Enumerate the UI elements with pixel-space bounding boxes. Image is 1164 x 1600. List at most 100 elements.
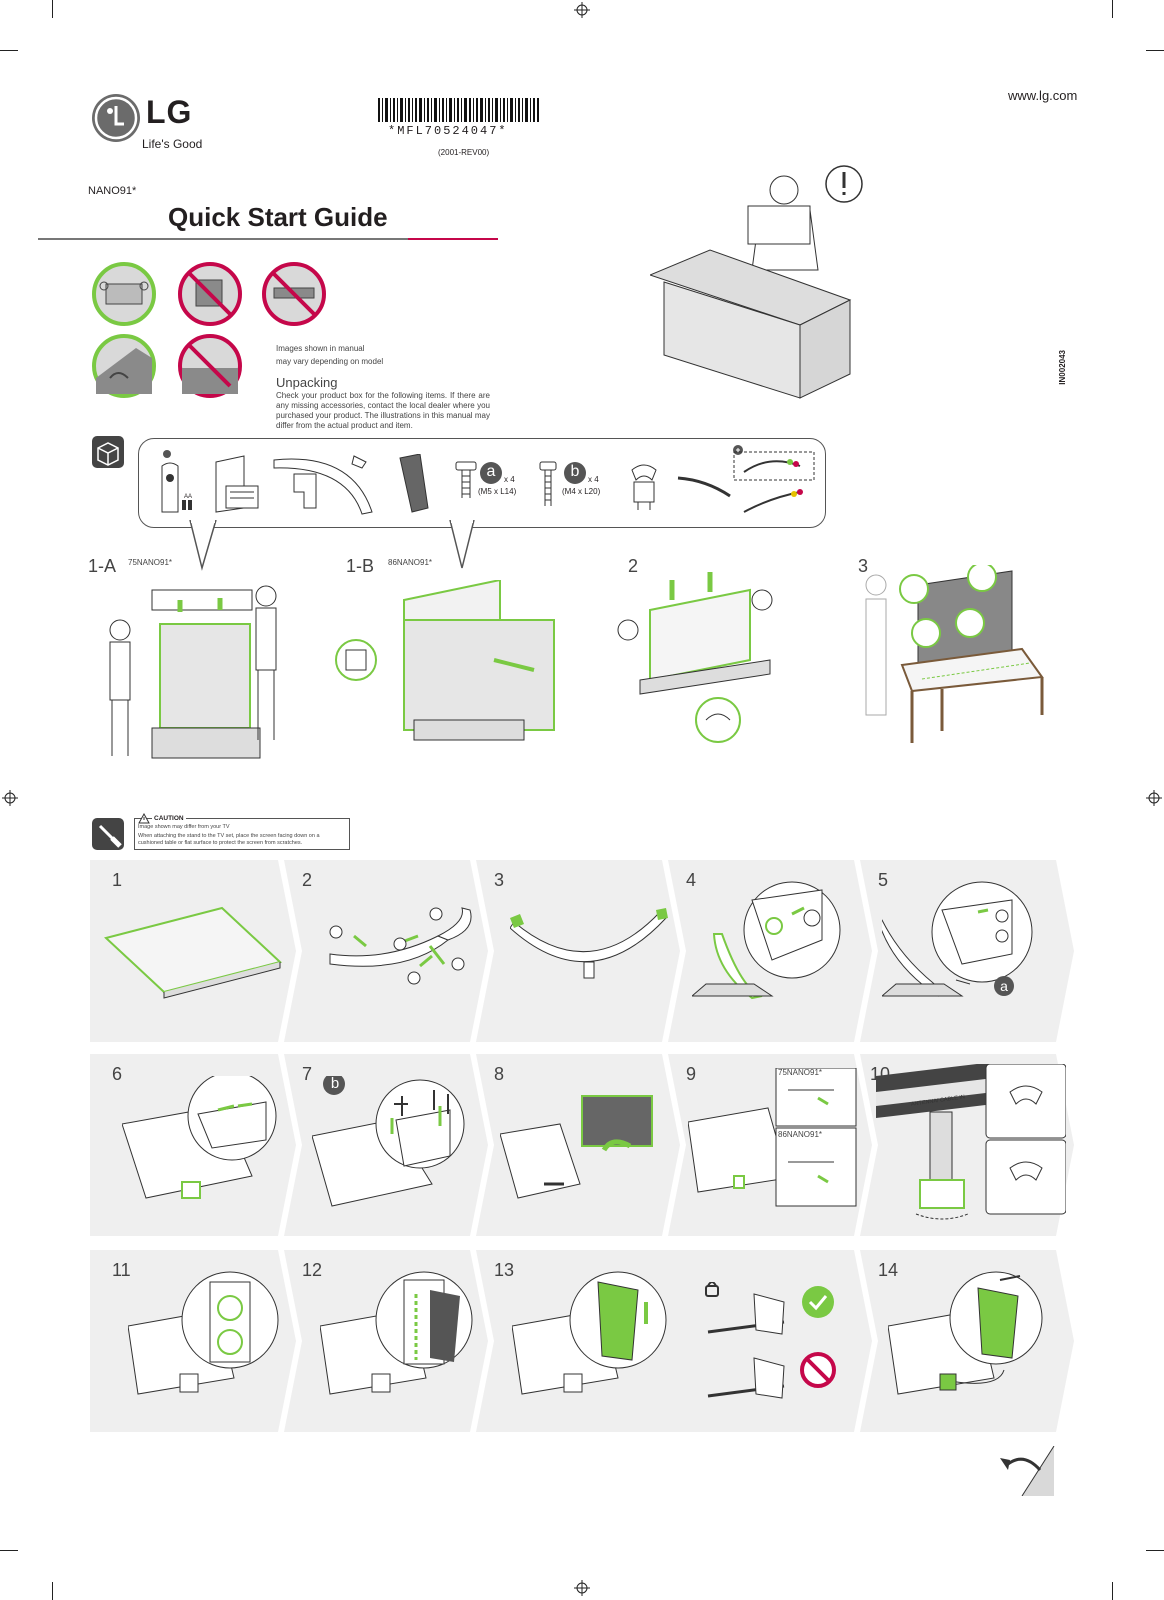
stand-leg-icon — [399, 454, 429, 513]
step10-illustration — [876, 1064, 1066, 1220]
unpack-step-label: 3 — [858, 556, 869, 576]
step13-illustration — [512, 1271, 667, 1395]
step-number: 12 — [302, 1260, 323, 1280]
cable-holder-icon — [631, 464, 657, 510]
step-number: 3 — [494, 870, 505, 890]
registration-mark-icon — [574, 1580, 590, 1596]
unpack-step-model: 86NANO91* — [388, 558, 433, 567]
crop-mark — [0, 1550, 18, 1551]
step7-screw-b-badge: b — [330, 1075, 340, 1092]
step-number: 9 — [686, 1064, 697, 1084]
step13-check-illustration — [705, 1282, 836, 1399]
side-code: IN002043 — [1058, 350, 1067, 385]
remote-control-icon — [161, 450, 192, 513]
step9-illustration — [688, 1068, 857, 1207]
box-icon — [92, 436, 124, 468]
accessories-pointers — [189, 520, 475, 571]
step1-illustration — [104, 906, 283, 999]
screw-b-icon — [539, 461, 557, 506]
screw-a-qty: x 4 — [504, 475, 515, 484]
unpack-3-illustration — [865, 565, 1044, 743]
step4-illustration — [692, 881, 841, 1000]
step-number: 7 — [302, 1064, 313, 1084]
accessories-panel — [138, 438, 826, 528]
step-number: 6 — [112, 1064, 123, 1084]
screwdriver-icon — [92, 818, 124, 850]
step-number: 14 — [878, 1260, 899, 1280]
unpack-step-label: 1-A — [88, 556, 117, 576]
battery-label: AA — [184, 494, 193, 500]
crop-mark — [1112, 0, 1113, 18]
tagline: Life's Good — [142, 137, 203, 151]
page-title: Quick Start Guide — [168, 202, 388, 232]
av-cable-icon — [733, 445, 815, 513]
grip-ok-icon — [92, 334, 156, 398]
screw-a-badge: a — [480, 462, 502, 484]
handling-no-icon — [178, 262, 242, 326]
step-number: 1 — [112, 870, 123, 890]
barcode — [378, 98, 539, 122]
registration-mark-icon — [574, 2, 590, 18]
step-number: 8 — [494, 1064, 505, 1084]
step7-illustration — [312, 1076, 465, 1207]
crop-mark — [52, 0, 53, 18]
step5-screw-a-badge: a — [1000, 978, 1008, 994]
screw-b-spec: (M4 x L20) — [562, 487, 601, 496]
website: www.lg.com — [1008, 88, 1078, 103]
manual-booklet-icon — [215, 455, 259, 513]
unpack-2-illustration — [617, 572, 773, 743]
unpacking-body: Check your product box for the following… — [276, 391, 490, 430]
step2-illustration — [329, 907, 472, 985]
step-number: 4 — [686, 870, 697, 890]
warning-icon — [138, 813, 150, 824]
crop-mark — [52, 1582, 53, 1600]
screw-a-spec: (M5 x L14) — [478, 487, 517, 496]
unpacking-heading: Unpacking — [276, 375, 338, 390]
barcode-code: *MFL70524047* — [388, 124, 508, 138]
crop-mark — [1146, 50, 1164, 51]
caution-line-2: When attaching the stand to the TV set, … — [138, 833, 320, 846]
step5-illustration — [882, 881, 1033, 997]
step9-model-a: 75NANO91* — [778, 1068, 823, 1077]
unpack-step-label: 2 — [628, 556, 639, 576]
unpack-step-label: 1-B — [346, 556, 375, 576]
crop-mark — [1146, 1550, 1164, 1551]
screw-b-qty: x 4 — [588, 475, 599, 484]
crop-mark — [1112, 1582, 1113, 1600]
step-number: 2 — [302, 870, 313, 890]
step3-illustration — [510, 908, 668, 979]
screw-a-icon — [455, 461, 477, 498]
model-note-1: Images shown in manual — [276, 344, 365, 353]
page-turn-icon — [1000, 1446, 1055, 1496]
step14-illustration — [888, 1271, 1043, 1395]
step9-model-b: 86NANO91* — [778, 1130, 823, 1139]
step12-illustration — [320, 1271, 473, 1395]
cable-tie-icon — [677, 476, 731, 498]
registration-mark-icon — [1146, 790, 1162, 806]
handling-no-icon — [262, 262, 326, 326]
grip-no-icon — [178, 334, 242, 398]
unpack-step-model: 75NANO91* — [128, 558, 173, 567]
caution-line-1: Image shown may differ from your TV — [138, 824, 230, 830]
revision: (2001-REV00) — [438, 148, 490, 157]
screw-b-badge: b — [564, 462, 586, 484]
model-note-2: may vary depending on model — [276, 357, 384, 366]
step8-illustration — [500, 1095, 653, 1199]
handling-ok-icon — [92, 262, 156, 326]
step-number: 5 — [878, 870, 889, 890]
model-number: NANO91* — [88, 185, 137, 197]
step-number: 11 — [112, 1260, 131, 1280]
stand-arc-icon — [273, 455, 373, 515]
caution-title: CAUTION — [152, 815, 186, 822]
unpack-1a-illustration — [109, 585, 277, 759]
title-rule-accent — [408, 238, 498, 240]
caution-box — [134, 818, 350, 850]
registration-mark-icon — [2, 790, 18, 806]
step11-illustration — [128, 1271, 279, 1395]
crop-mark — [0, 50, 18, 51]
title-rule — [38, 238, 408, 240]
open-box-illustration — [650, 165, 863, 399]
unpack-1b-illustration — [335, 580, 555, 741]
logo-text: LG — [146, 94, 193, 130]
lg-logo-icon — [92, 94, 140, 142]
